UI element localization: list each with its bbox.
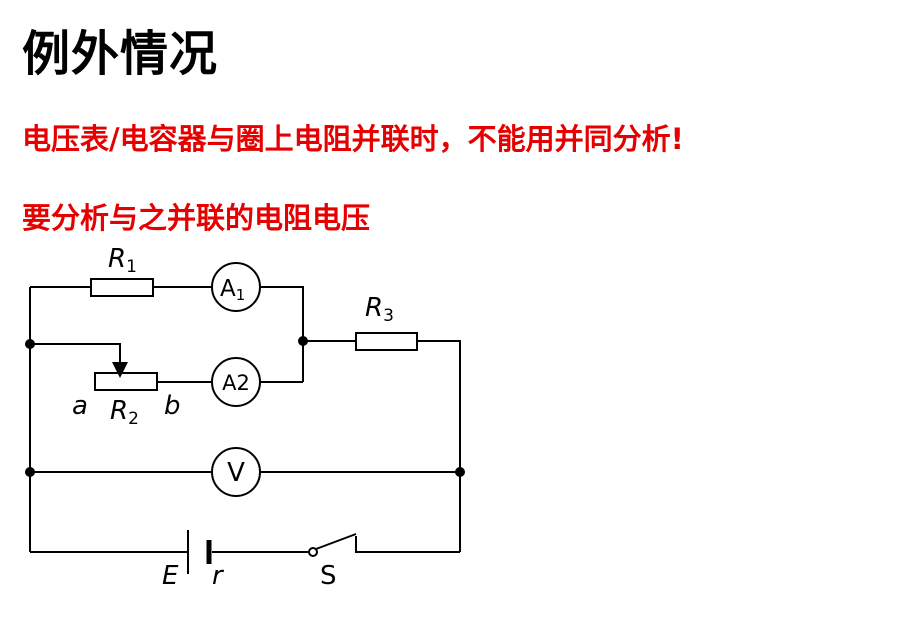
ammeter-a2 <box>211 357 261 407</box>
label-s: S <box>320 561 337 591</box>
wire-r3-branch <box>303 340 461 552</box>
junction-dot <box>455 467 465 477</box>
ammeter-a1 <box>211 262 261 312</box>
label-r: r <box>212 561 225 591</box>
wire-bottom-branch <box>30 536 460 553</box>
resistor-r3 <box>355 332 418 351</box>
note-line-1: 电压表/电容器与圈上电阻并联时，不能用并同分析! <box>22 122 684 156</box>
resistor-r1 <box>90 278 154 297</box>
label-r2: R2 <box>110 396 139 429</box>
label-a: a <box>72 391 88 421</box>
junction-dot <box>25 467 35 477</box>
label-a1: A1 <box>220 276 245 304</box>
note-line-2: 要分析与之并联的电阻电压 <box>22 201 371 235</box>
switch-lever <box>315 533 357 550</box>
label-e: E <box>162 561 179 591</box>
label-r1: R1 <box>108 244 137 277</box>
label-v: V <box>227 458 245 488</box>
wire-top-branch <box>30 286 304 382</box>
switch-contact <box>308 547 318 557</box>
slide-title: 例外情况 <box>22 26 219 82</box>
label-b: b <box>164 391 181 421</box>
label-r3: R3 <box>365 293 394 326</box>
junction-dot <box>25 339 35 349</box>
resistor-r2 <box>94 372 158 391</box>
wire-middle-branch <box>30 343 303 383</box>
junction-dot <box>298 336 308 346</box>
label-a2: A2 <box>222 371 250 395</box>
voltmeter <box>211 447 261 497</box>
